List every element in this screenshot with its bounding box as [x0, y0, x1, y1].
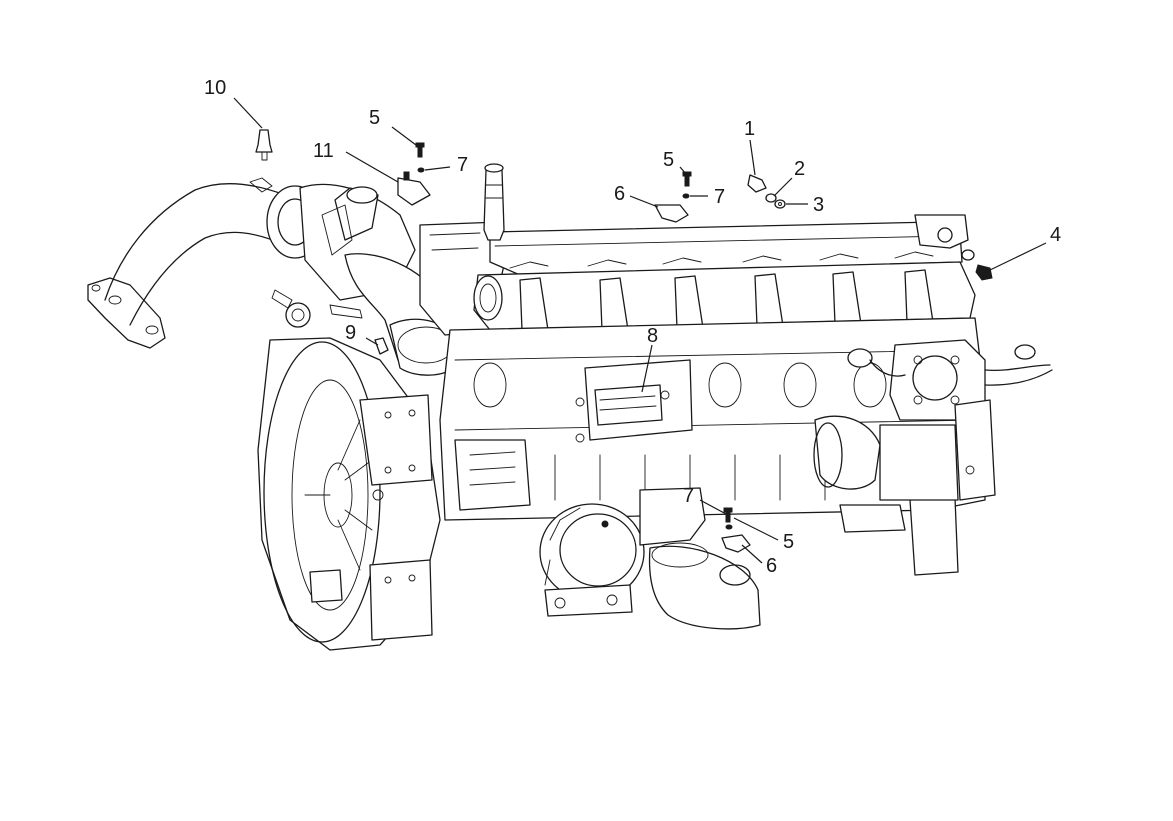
callout-6-top-mid: 6: [614, 183, 625, 205]
callout-9: 9: [345, 322, 356, 344]
callout-5-bottom: 5: [783, 531, 794, 553]
part-2-washer: [765, 193, 777, 203]
callout-4: 4: [1050, 224, 1061, 246]
part-3-nut: [774, 199, 786, 209]
part-1-sensor: [747, 174, 767, 193]
callout-6-bottom: 6: [766, 555, 777, 577]
flywheel-housing: [257, 337, 441, 651]
callout-2: 2: [794, 158, 805, 180]
part-7-washer-bottom: [725, 524, 733, 530]
part-6-sensor-bottom: [721, 534, 751, 553]
callout-7-top-mid: 7: [714, 186, 725, 208]
callout-11: 11: [313, 140, 334, 162]
oil-filter-housing: [539, 487, 761, 630]
callout-3: 3: [813, 194, 824, 216]
part-7-washer-top-left: [417, 167, 425, 173]
callout-10: 10: [204, 77, 226, 99]
exhaust-pipe: [87, 177, 286, 349]
callout-8: 8: [647, 325, 658, 347]
callout-7-bottom: 7: [683, 485, 694, 507]
callout-labels: 1 2 3 4 5 5 5 6 6 7 7 7 8 9 10 11: [204, 77, 1061, 577]
part-5-bolt-bottom: [723, 507, 733, 523]
part-6-sensor-top-mid: [654, 204, 689, 223]
callout-1: 1: [744, 118, 755, 140]
part-4-sensor: [961, 249, 993, 281]
right-side-accessories: [813, 339, 1053, 576]
part-5-bolt-top-mid: [682, 171, 692, 187]
part-9-sensor: [374, 337, 389, 355]
part-10-sensor: [255, 129, 273, 161]
callout-5-top-mid: 5: [663, 149, 674, 171]
part-7-washer-top-mid: [682, 193, 690, 199]
part-11-sensor: [397, 171, 431, 206]
callout-7-top-left: 7: [457, 154, 468, 176]
leader-lines: [233, 97, 1047, 564]
callout-5-top-left: 5: [369, 107, 380, 129]
part-5-bolt-top-left: [415, 142, 425, 158]
top-pipe: [483, 163, 969, 249]
